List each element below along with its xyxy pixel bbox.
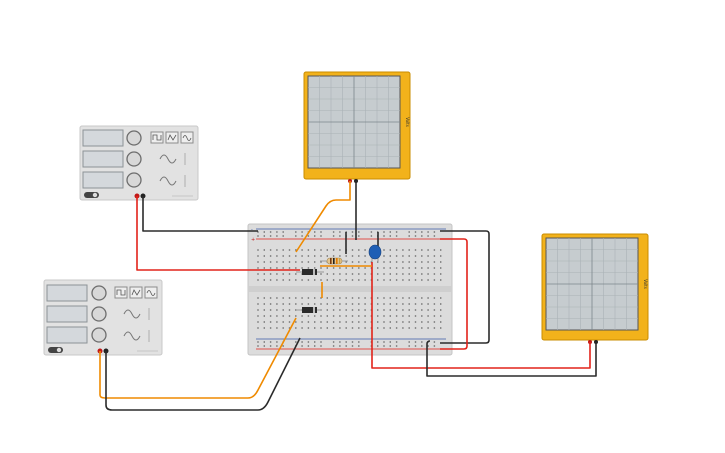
resistor[interactable] bbox=[320, 257, 348, 265]
generator-display-offset bbox=[46, 326, 88, 344]
wire-orange-gen2[interactable] bbox=[99, 317, 297, 399]
function-generator-2[interactable] bbox=[43, 279, 163, 356]
capacitor[interactable] bbox=[368, 244, 382, 262]
oscilloscope-axis-label: Volts bbox=[405, 117, 410, 127]
square-wave-icon bbox=[152, 134, 162, 141]
wire-red-gen1[interactable] bbox=[136, 196, 300, 271]
diode-2[interactable] bbox=[296, 307, 322, 313]
function-generator-1[interactable] bbox=[79, 125, 199, 201]
frequency-knob[interactable] bbox=[91, 285, 107, 301]
square-wave-button[interactable] bbox=[150, 131, 164, 144]
wire-red-scope2[interactable] bbox=[371, 262, 591, 369]
generator-display-offset bbox=[82, 171, 124, 189]
wire-black-scope2[interactable] bbox=[426, 340, 597, 377]
rail-minus-sign: - bbox=[251, 227, 253, 233]
triangle-wave-button[interactable] bbox=[129, 286, 143, 299]
wires bbox=[99, 181, 597, 411]
wire-orange-scope1[interactable] bbox=[295, 181, 351, 253]
generator-display-amplitude bbox=[46, 305, 88, 323]
generator-display-amplitude bbox=[82, 150, 124, 168]
triangle-wave-icon bbox=[167, 134, 177, 141]
oscilloscope-2[interactable]: Volts bbox=[541, 233, 649, 344]
sine-wave-icon bbox=[146, 290, 156, 296]
oscilloscope-1[interactable]: Volts bbox=[303, 71, 411, 183]
wire-red-rail-right[interactable] bbox=[440, 238, 468, 350]
sine-wave-icon bbox=[182, 135, 192, 141]
square-wave-button[interactable] bbox=[114, 286, 128, 299]
sine-amplitude-icon bbox=[159, 154, 177, 164]
rail-plus-sign: + bbox=[251, 237, 255, 243]
amplitude-knob[interactable] bbox=[126, 151, 142, 167]
sine-amplitude-icon bbox=[123, 309, 141, 319]
sine-offset-icon bbox=[123, 331, 141, 341]
breadboard[interactable]: + - bbox=[247, 223, 453, 356]
wire-black-gen1[interactable] bbox=[142, 196, 258, 232]
diode-1[interactable] bbox=[296, 269, 324, 275]
oscilloscope-axis-label: Volts bbox=[643, 279, 648, 289]
frequency-knob[interactable] bbox=[126, 130, 142, 146]
sine-wave-button[interactable] bbox=[180, 131, 194, 144]
square-wave-icon bbox=[116, 289, 126, 296]
wire-black-rail-right[interactable] bbox=[440, 230, 490, 344]
triangle-wave-icon bbox=[131, 289, 141, 296]
sine-offset-icon bbox=[159, 176, 177, 186]
triangle-wave-button[interactable] bbox=[165, 131, 179, 144]
offset-knob[interactable] bbox=[126, 172, 142, 188]
sine-wave-button[interactable] bbox=[144, 286, 158, 299]
wire-black-gen2[interactable] bbox=[105, 337, 301, 411]
generator-display-frequency bbox=[46, 284, 88, 302]
amplitude-knob[interactable] bbox=[91, 306, 107, 322]
generator-display-frequency bbox=[82, 129, 124, 147]
offset-knob[interactable] bbox=[91, 327, 107, 343]
